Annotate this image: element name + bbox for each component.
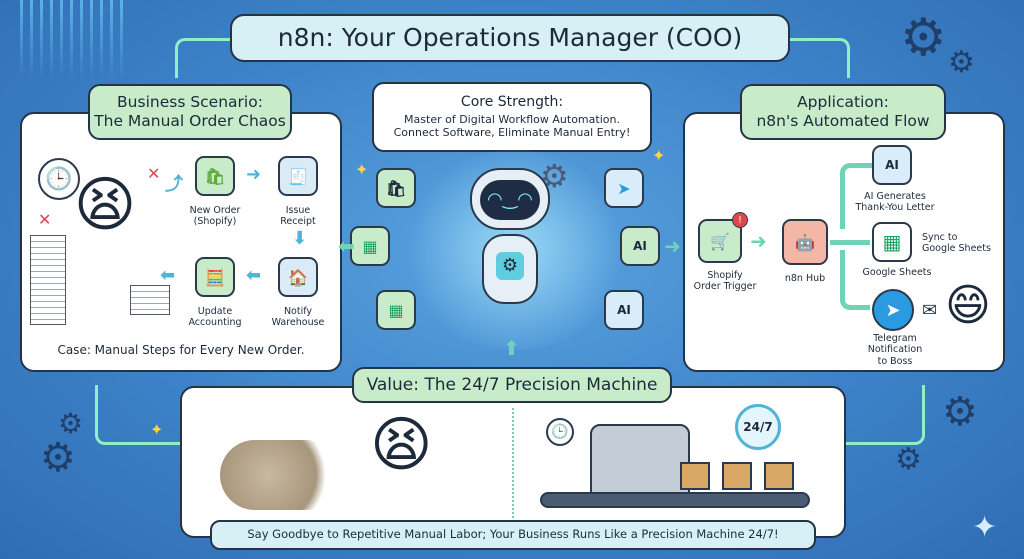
arrow-right-icon: ➜ [246,164,262,185]
arrow-curve-icon: ⤴ [165,174,183,195]
gear-icon: ⚙ [948,45,975,80]
ai-chip-icon: AI [604,290,644,330]
scenario-caption: Case: Manual Steps for Every New Order. [57,343,305,357]
arrow-up-icon: ⬆ [503,336,520,360]
step-new-order: New Order(Shopify) [189,205,241,228]
core-strength-line1: Master of Digital Workflow Automation. [404,113,620,127]
core-strength-heading: Core Strength: [460,94,564,111]
data-bars-decoration [20,0,130,80]
flow-branch-line [840,163,876,229]
divider [512,408,514,518]
package-box [722,462,752,490]
gear-icon: ⚙ [40,435,76,481]
value-header: Value: The 24/7 Precision Machine [352,367,672,403]
core-strength-bubble: Core Strength: Master of Digital Workflo… [372,82,652,152]
gear-icon: ⚙ [895,442,922,477]
error-x-icon: ✕ [147,164,161,183]
sparkle-icon: ✦ [355,160,369,179]
scenario-header-line1: Business Scenario: [117,93,263,112]
telegram-icon: ➤ [872,289,914,331]
conveyor-belt [540,492,810,508]
alert-badge-icon: ! [732,212,748,228]
google-sheets-label: Google Sheets [862,267,932,278]
manual-scenario-panel [20,112,342,372]
arrow-left-icon: ⬅ [160,265,176,286]
paper-stack-icon [30,235,66,325]
gear-icon: ⚙ [900,8,947,68]
arrow-right-icon: ➜ [664,234,681,258]
connector-line [95,385,180,445]
shopify-icon: 🛍 [195,156,235,196]
clock-icon: 🕒 [546,418,574,446]
shopify-cart-icon: 🛒 [698,219,742,263]
calculator-icon: 🧮 [195,257,235,297]
page-title: n8n: Your Operations Manager (COO) [230,14,790,62]
scenario-header-line2: The Manual Order Chaos [94,112,286,130]
package-box [680,462,710,490]
robot-face: ◠‿◠ [480,180,540,220]
connector-line [845,385,925,445]
dust-cloud-illustration [220,440,340,510]
package-box [764,462,794,490]
shopify-icon: 🛍 [376,168,416,208]
gear-icon: ⚙ [58,407,84,440]
receipt-icon: 🧾 [278,156,318,196]
scenario-header: Business Scenario: The Manual Order Chao… [88,84,292,140]
flow-branch-line [840,250,870,310]
stressed-worker-illustration: 😫 [73,170,137,240]
ai-brain-icon: AI [620,226,660,266]
n8n-hub-label: n8n Hub [784,273,826,284]
robot-body [482,234,538,304]
paper-stack-icon [130,285,170,315]
badge-24-7: 24/7 [735,404,781,450]
gear-icon: ⚙ [540,157,569,195]
n8n-hub-robot-icon: 🤖 [782,219,828,265]
google-sheets-icon: ▦ [872,222,912,262]
connector-line [175,38,233,78]
arrow-left-icon: ⬅ [246,265,262,286]
arrow-down-icon: ⬇ [292,228,308,249]
gear-icon: ⚙ [496,252,524,280]
application-header: Application: n8n's Automated Flow [740,84,946,140]
footer-slogan: Say Goodbye to Repetitive Manual Labor; … [210,520,816,550]
application-header-line2: n8n's Automated Flow [756,112,930,130]
envelope-icon: ✉ [922,300,938,321]
error-x-icon: ✕ [38,210,52,229]
clock-icon: 🕒 [38,158,80,200]
sparkle-icon: ✦ [652,146,666,165]
robot-coo-illustration: ◠‿◠ ⚙ [460,168,560,328]
arrow-right-icon: ➜ [750,229,767,253]
flow-branch-line [830,240,870,245]
connector-line [790,38,850,78]
core-strength-line2: Connect Software, Eliminate Manual Entry… [393,126,631,140]
sparkle-icon: ✦ [972,510,998,545]
google-sheets-icon: ▦ [350,226,390,266]
application-header-line1: Application: [797,93,889,112]
warehouse-icon: 🏠 [278,257,318,297]
google-sheets-icon: ▦ [376,290,416,330]
ai-letter-icon: AI [872,145,912,185]
arrow-left-icon: ⬅ [338,234,355,258]
gear-icon: ⚙ [942,389,978,435]
happy-boss-illustration: 😄 [945,280,991,331]
sparkle-icon: ✦ [150,420,164,439]
telegram-icon: ➤ [604,168,644,208]
tired-worker-illustration: 😫 [370,410,433,480]
